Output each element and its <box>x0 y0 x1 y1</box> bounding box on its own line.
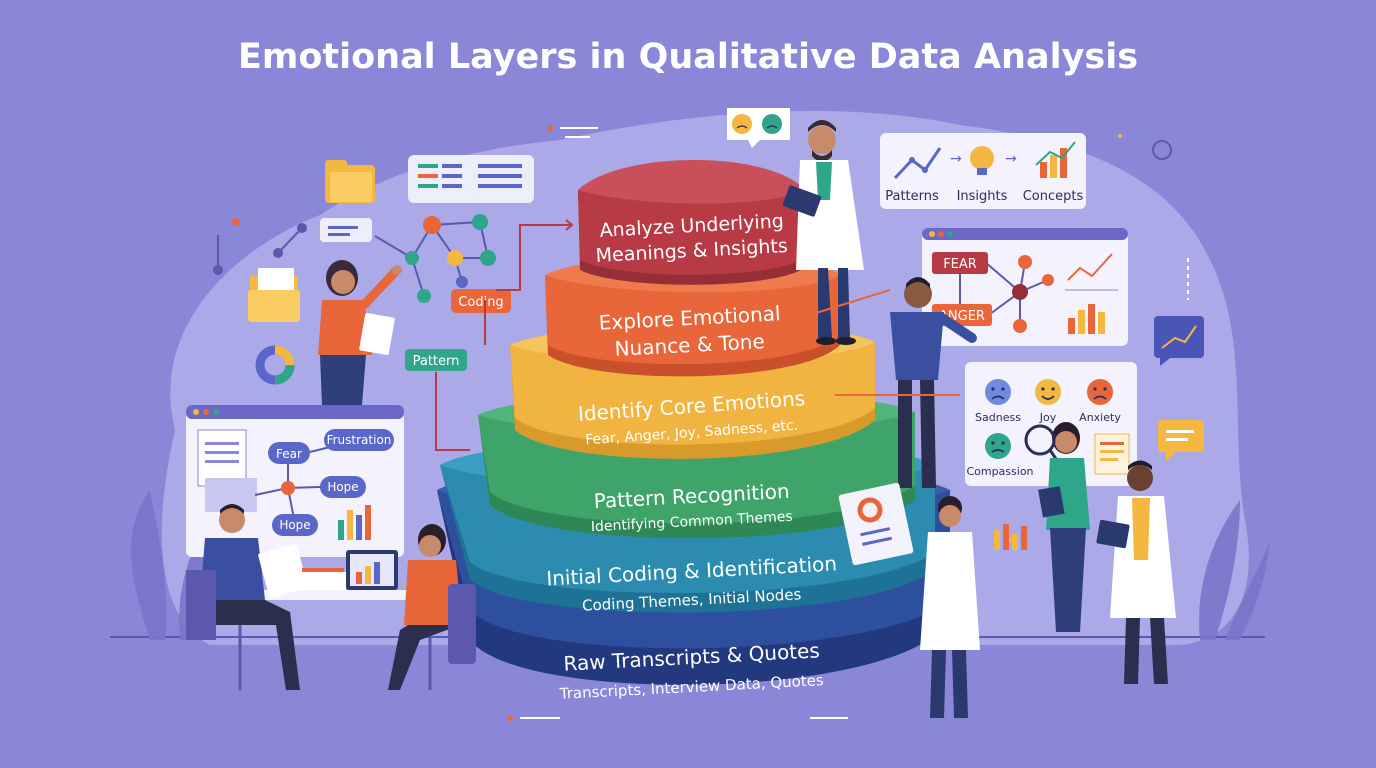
person-desk-woman <box>388 524 476 690</box>
compassion-face-icon <box>985 433 1011 459</box>
person-pointing-man <box>890 277 977 488</box>
left-hope-label-1: Hope <box>327 480 358 494</box>
pattern-tag-label: Pattern <box>413 354 460 369</box>
node-network-top-left <box>374 214 496 303</box>
pattern-tag: Pattern <box>405 349 467 371</box>
coding-tag-label: Coding <box>458 295 503 310</box>
left-frustration-label: Frustration <box>327 433 392 447</box>
joy-label: Joy <box>1039 411 1057 424</box>
compassion-label: Compassion <box>966 465 1033 478</box>
donut-chart-icon <box>255 345 295 385</box>
note-card <box>320 218 372 242</box>
person-scientist-top <box>782 120 864 345</box>
person-scientist-right <box>1096 460 1176 684</box>
concepts-label: Concepts <box>1023 189 1084 204</box>
arrow-icon: → <box>950 151 962 167</box>
sadness-face-icon <box>985 379 1011 405</box>
connector-arrows <box>435 219 574 451</box>
decorative-marks <box>233 125 1189 721</box>
patterns-insights-panel: → → Patterns Insights Concepts <box>880 133 1086 209</box>
list-card <box>408 155 534 203</box>
insights-label: Insights <box>957 189 1008 204</box>
plant-right <box>1199 500 1270 640</box>
person-clipboard-scientist <box>838 482 980 718</box>
left-network-panel: Fear Frustration Hope Hope <box>186 405 404 557</box>
folder-icon <box>325 160 375 203</box>
emoji-speech-bubble <box>727 108 790 148</box>
coding-tag: Coding <box>451 289 511 313</box>
desk-scene <box>186 504 476 690</box>
left-fear-label: Fear <box>276 447 302 461</box>
sadness-label: Sadness <box>975 411 1021 424</box>
arrow-icon: → <box>1005 151 1017 167</box>
person-desk-man <box>186 504 308 690</box>
folder-files-icon <box>248 268 300 322</box>
patterns-label: Patterns <box>885 189 939 204</box>
connector-arrows-right <box>799 289 960 396</box>
joy-face-icon <box>1035 379 1061 405</box>
fear-node-label: FEAR <box>943 257 977 272</box>
person-presenter-woman <box>318 260 402 405</box>
anxiety-label: Anxiety <box>1079 411 1121 424</box>
page-title: Emotional Layers in Qualitative Data Ana… <box>238 37 1138 77</box>
left-hope-label-2: Hope <box>279 518 310 532</box>
person-magnifier-woman <box>1024 422 1090 632</box>
layer-1-underlying-meanings <box>578 160 805 285</box>
chart-bubble-icon <box>1154 316 1204 366</box>
anxiety-face-icon <box>1087 379 1113 405</box>
chat-bubble-icon <box>1158 420 1204 462</box>
emotion-faces-panel: Sadness Joy Anxiety Compassion <box>965 362 1137 486</box>
pyramid: Analyze Underlying Meanings & Insights E… <box>437 160 950 703</box>
